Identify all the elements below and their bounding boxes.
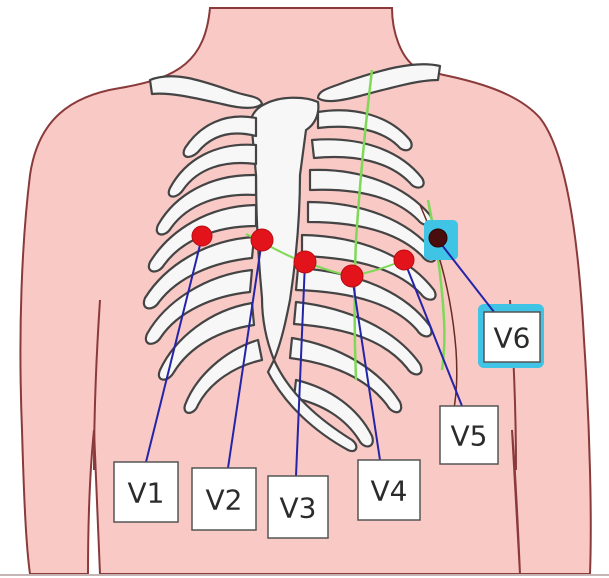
lead-label-v3: V3 [267,475,329,539]
electrode-v2 [250,228,274,252]
lead-box-v1 [113,461,179,523]
lead-text-v2: V2 [206,484,243,517]
right-arm-crease [93,299,101,471]
wire-v4 [351,275,381,461]
lead-box-v2 [191,467,257,531]
lead-box-v6 [483,311,541,363]
lead-text-v5: V5 [451,420,488,453]
costal-cartilage [266,358,358,453]
wire-v6 [437,239,495,313]
midclavicular-line [353,69,374,381]
left-clavicle [316,63,442,103]
electrode-v6 [428,228,448,248]
lead-text-v1: V1 [128,477,165,510]
right-ribcage [142,115,264,414]
wire-v3 [295,261,306,477]
lead-label-v6: V6 [483,311,541,363]
lead-text-v3: V3 [280,492,317,525]
wire-v5 [403,259,463,407]
wire-v1 [145,236,203,463]
right-clavicle [148,75,264,109]
electrode-v1 [191,225,213,247]
lead-box-v4 [357,459,421,521]
left-ribcage [288,109,437,448]
lead-label-v5: V5 [439,405,499,465]
lead-label-v2: V2 [191,467,257,531]
lead-text-v6: V6 [494,322,531,355]
lead-text-v4: V4 [371,475,408,508]
electrode-v5 [393,249,415,271]
lead-box-v5 [439,405,499,465]
lead-box-v3 [267,475,329,539]
intercostal-guide [245,233,405,278]
lead-wires [145,236,495,477]
wire-v2 [227,239,263,469]
lead-label-v1: V1 [113,461,179,523]
electrode-v3 [293,250,317,274]
lead-label-v4: V4 [357,459,421,521]
electrode-v4 [340,264,364,288]
